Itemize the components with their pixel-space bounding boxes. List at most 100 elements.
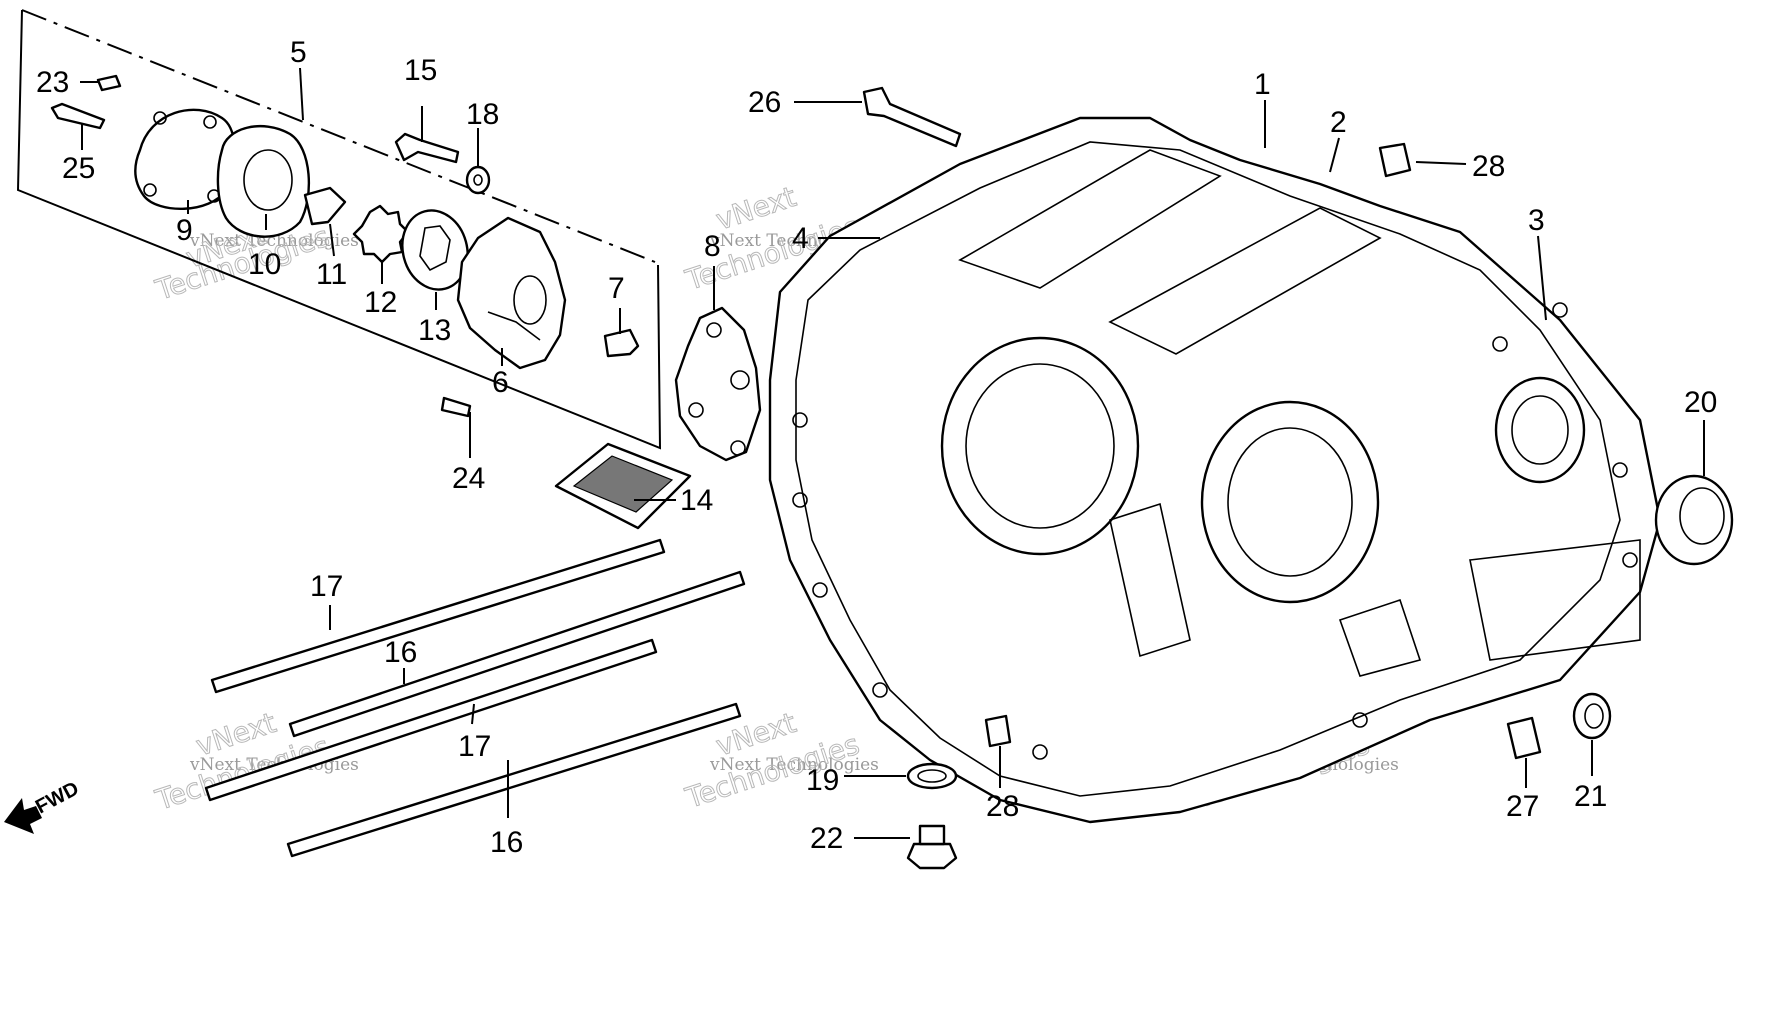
callout-22: 22 xyxy=(810,822,843,855)
callout-10: 10 xyxy=(248,248,281,281)
flange-hole xyxy=(1492,336,1508,352)
callout-4: 4 xyxy=(792,222,809,255)
leader-line xyxy=(471,703,475,725)
callout-11: 11 xyxy=(316,258,347,291)
leader-line xyxy=(299,67,304,121)
drain-plug-head xyxy=(918,824,946,846)
leader-line xyxy=(1415,161,1467,165)
flange-hole xyxy=(1612,462,1628,478)
callout-7: 7 xyxy=(608,272,625,305)
bolt-part-26 xyxy=(862,86,962,148)
gasket-hole xyxy=(730,440,746,456)
studs xyxy=(204,538,746,858)
flange-hole xyxy=(792,412,808,428)
callout-16: 16 xyxy=(490,826,523,859)
leader-lines xyxy=(80,67,1705,839)
washer-hole xyxy=(473,174,483,186)
callout-28: 28 xyxy=(986,790,1019,823)
callout-6: 6 xyxy=(492,366,509,399)
callout-16: 16 xyxy=(384,636,417,669)
watermark-text: vNext Technologies xyxy=(189,231,359,251)
gasket-hole xyxy=(730,370,750,390)
flange-hole xyxy=(812,582,828,598)
pump-detail xyxy=(487,311,541,341)
dowel-part-24 xyxy=(440,396,472,418)
dowel-part-27 xyxy=(1506,716,1542,760)
bolt-part-7 xyxy=(603,328,640,358)
cylinder-deck xyxy=(958,149,1222,289)
gasket-hole xyxy=(706,322,722,338)
callout-24: 24 xyxy=(452,462,485,495)
callouts: 1 2 3 4 5 6 7 8 9 10 11 12 13 14 15 16 1… xyxy=(36,36,1717,859)
callout-26: 26 xyxy=(748,86,781,119)
flange-hole xyxy=(1352,712,1368,728)
group-box-outline xyxy=(16,9,662,450)
callout-15: 15 xyxy=(404,54,437,87)
callout-25: 25 xyxy=(62,152,95,185)
outer-rotor-part-13 xyxy=(401,209,469,291)
callout-3: 3 xyxy=(1528,204,1545,237)
arrow-left-icon xyxy=(4,798,42,834)
pump-bore xyxy=(513,275,547,325)
washer-part-18 xyxy=(465,165,491,195)
watermark-text: vNext xyxy=(712,180,800,237)
stud-part-17 xyxy=(204,638,658,802)
crank-bearing-bore xyxy=(940,336,1140,556)
callout-13: 13 xyxy=(418,314,451,347)
crankcase-rib xyxy=(1469,539,1641,661)
callout-19: 19 xyxy=(806,764,839,797)
crankcase-assembly xyxy=(768,116,1662,824)
callout-21: 21 xyxy=(1574,780,1607,813)
bolt-hole xyxy=(153,111,167,125)
seal-inner xyxy=(1584,703,1604,729)
callout-2: 2 xyxy=(1330,106,1347,139)
leader-line xyxy=(329,223,335,257)
shaft-bore xyxy=(1494,376,1586,484)
callout-5: 5 xyxy=(290,36,307,69)
oil-seal-part-20 xyxy=(1654,474,1734,566)
stud-part-16 xyxy=(288,570,746,738)
callout-28: 28 xyxy=(1472,150,1505,183)
bolt-hole xyxy=(143,183,157,197)
pump-shaft-part-11 xyxy=(303,186,347,226)
shaft-bore-inner xyxy=(1511,395,1569,465)
gasket-hole xyxy=(688,402,704,418)
crankcase-flange xyxy=(795,141,1621,797)
o-ring-part-19 xyxy=(906,762,958,790)
fwd-label: FWD xyxy=(32,778,83,819)
callout-17: 17 xyxy=(458,730,491,763)
flange-hole xyxy=(792,492,808,508)
stud-part-17 xyxy=(210,538,666,694)
callout-23: 23 xyxy=(36,66,69,99)
pump-cover-part-10 xyxy=(216,125,310,238)
leader-line xyxy=(1329,137,1340,173)
o-ring-inner xyxy=(917,769,947,783)
callout-18: 18 xyxy=(466,98,499,131)
flange-hole xyxy=(1552,302,1568,318)
cover-bore xyxy=(243,149,293,211)
crankcase-boss xyxy=(1338,598,1422,677)
callout-17: 17 xyxy=(310,570,343,603)
watermark-text: vNext Technologies xyxy=(709,755,879,775)
callout-1: 1 xyxy=(1254,68,1271,101)
drain-plug-part-22 xyxy=(906,842,958,870)
callout-9: 9 xyxy=(176,214,193,247)
fwd-arrow: FWD xyxy=(4,778,83,834)
pin-part-23 xyxy=(96,74,122,92)
rotor-lobes xyxy=(419,225,451,272)
callout-8: 8 xyxy=(704,230,721,263)
bearing-inner xyxy=(1227,427,1353,577)
bolt-hole xyxy=(203,115,217,129)
strainer-mesh xyxy=(572,455,674,513)
flange-hole xyxy=(1622,552,1638,568)
bolt-part-15 xyxy=(394,132,460,164)
dowel-part-28 xyxy=(1378,142,1412,178)
callout-14: 14 xyxy=(680,484,713,517)
pump-body-part-6 xyxy=(456,216,567,370)
stud-part-16 xyxy=(286,702,742,858)
pin-part-25 xyxy=(50,102,106,130)
cylinder-deck xyxy=(1108,207,1382,355)
seal-part-21 xyxy=(1572,692,1612,740)
